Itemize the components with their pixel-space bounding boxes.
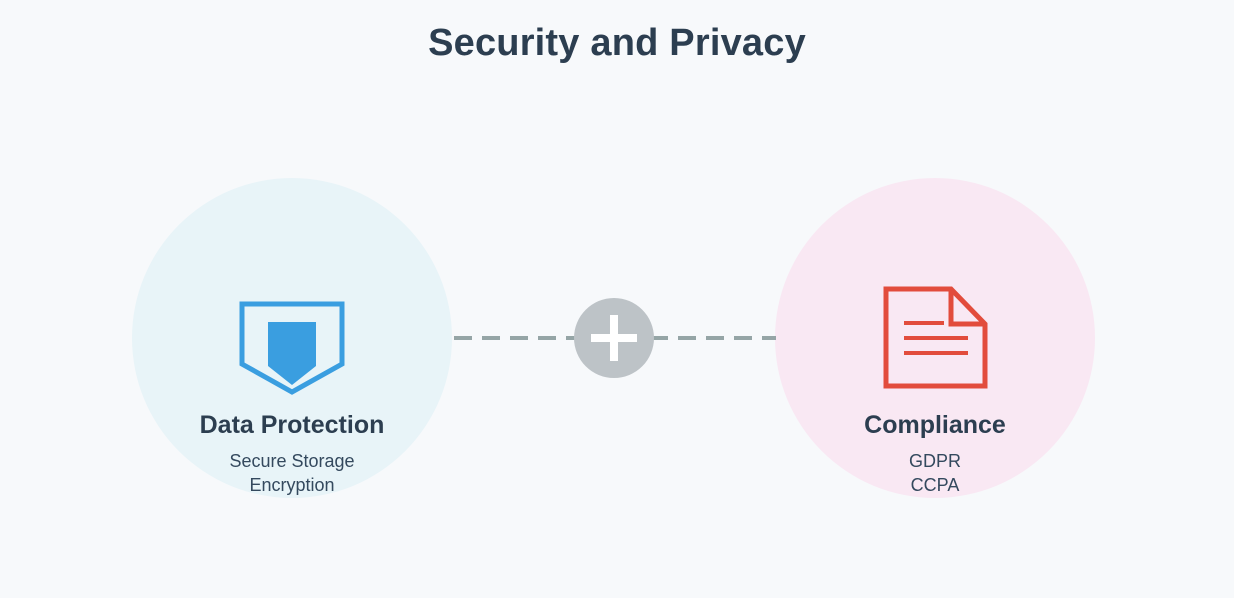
data-protection-title: Data Protection [199, 411, 385, 439]
data-protection-item: Secure Storage [229, 451, 355, 471]
data-protection-item: Encryption [249, 475, 335, 495]
compliance-item: GDPR [908, 451, 961, 471]
compliance-title: Compliance [864, 411, 1006, 439]
shield-icon [239, 301, 345, 395]
page-title: Security and Privacy [428, 22, 806, 64]
compliance-items: GDPR CCPA [775, 449, 1095, 497]
data-protection-items: Secure Storage Encryption [132, 449, 452, 497]
document-icon [883, 286, 988, 389]
compliance-item: CCPA [910, 475, 960, 495]
plus-icon [574, 298, 654, 378]
